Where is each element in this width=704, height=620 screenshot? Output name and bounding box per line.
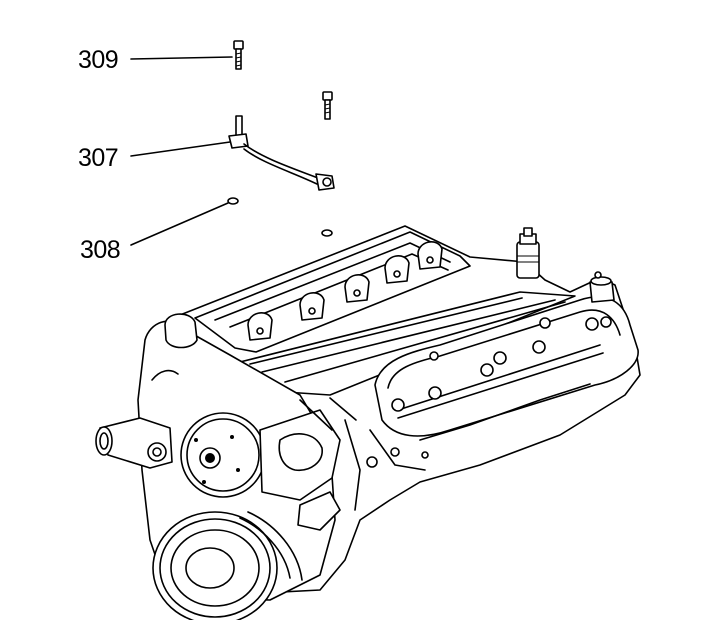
valve-cover	[374, 271, 639, 437]
coil-boss-icon	[391, 316, 612, 412]
callout-307-label: 307	[78, 144, 118, 172]
bolt-309-icon	[233, 40, 244, 70]
callout-307-leader	[130, 141, 231, 157]
callout-307: 307	[78, 141, 231, 172]
knock-sensor-307-icon	[228, 115, 335, 191]
callout-309-label: 309	[78, 46, 118, 74]
valley-boss-icon	[247, 241, 443, 341]
callout-309: 309	[78, 46, 233, 74]
callout-309-leader	[130, 56, 233, 60]
engine-block	[95, 225, 641, 620]
callout-308: 308	[80, 202, 229, 264]
crank-balancer-icon	[152, 511, 303, 620]
thermostat-outlet-icon	[95, 417, 173, 469]
seal-308-icon	[227, 197, 333, 237]
water-pump-pulley-icon	[180, 412, 266, 498]
oil-sender-icon	[516, 227, 540, 279]
callout-308-leader	[130, 202, 229, 246]
callout-308-label: 308	[80, 236, 120, 264]
bolt-icon	[322, 91, 333, 120]
